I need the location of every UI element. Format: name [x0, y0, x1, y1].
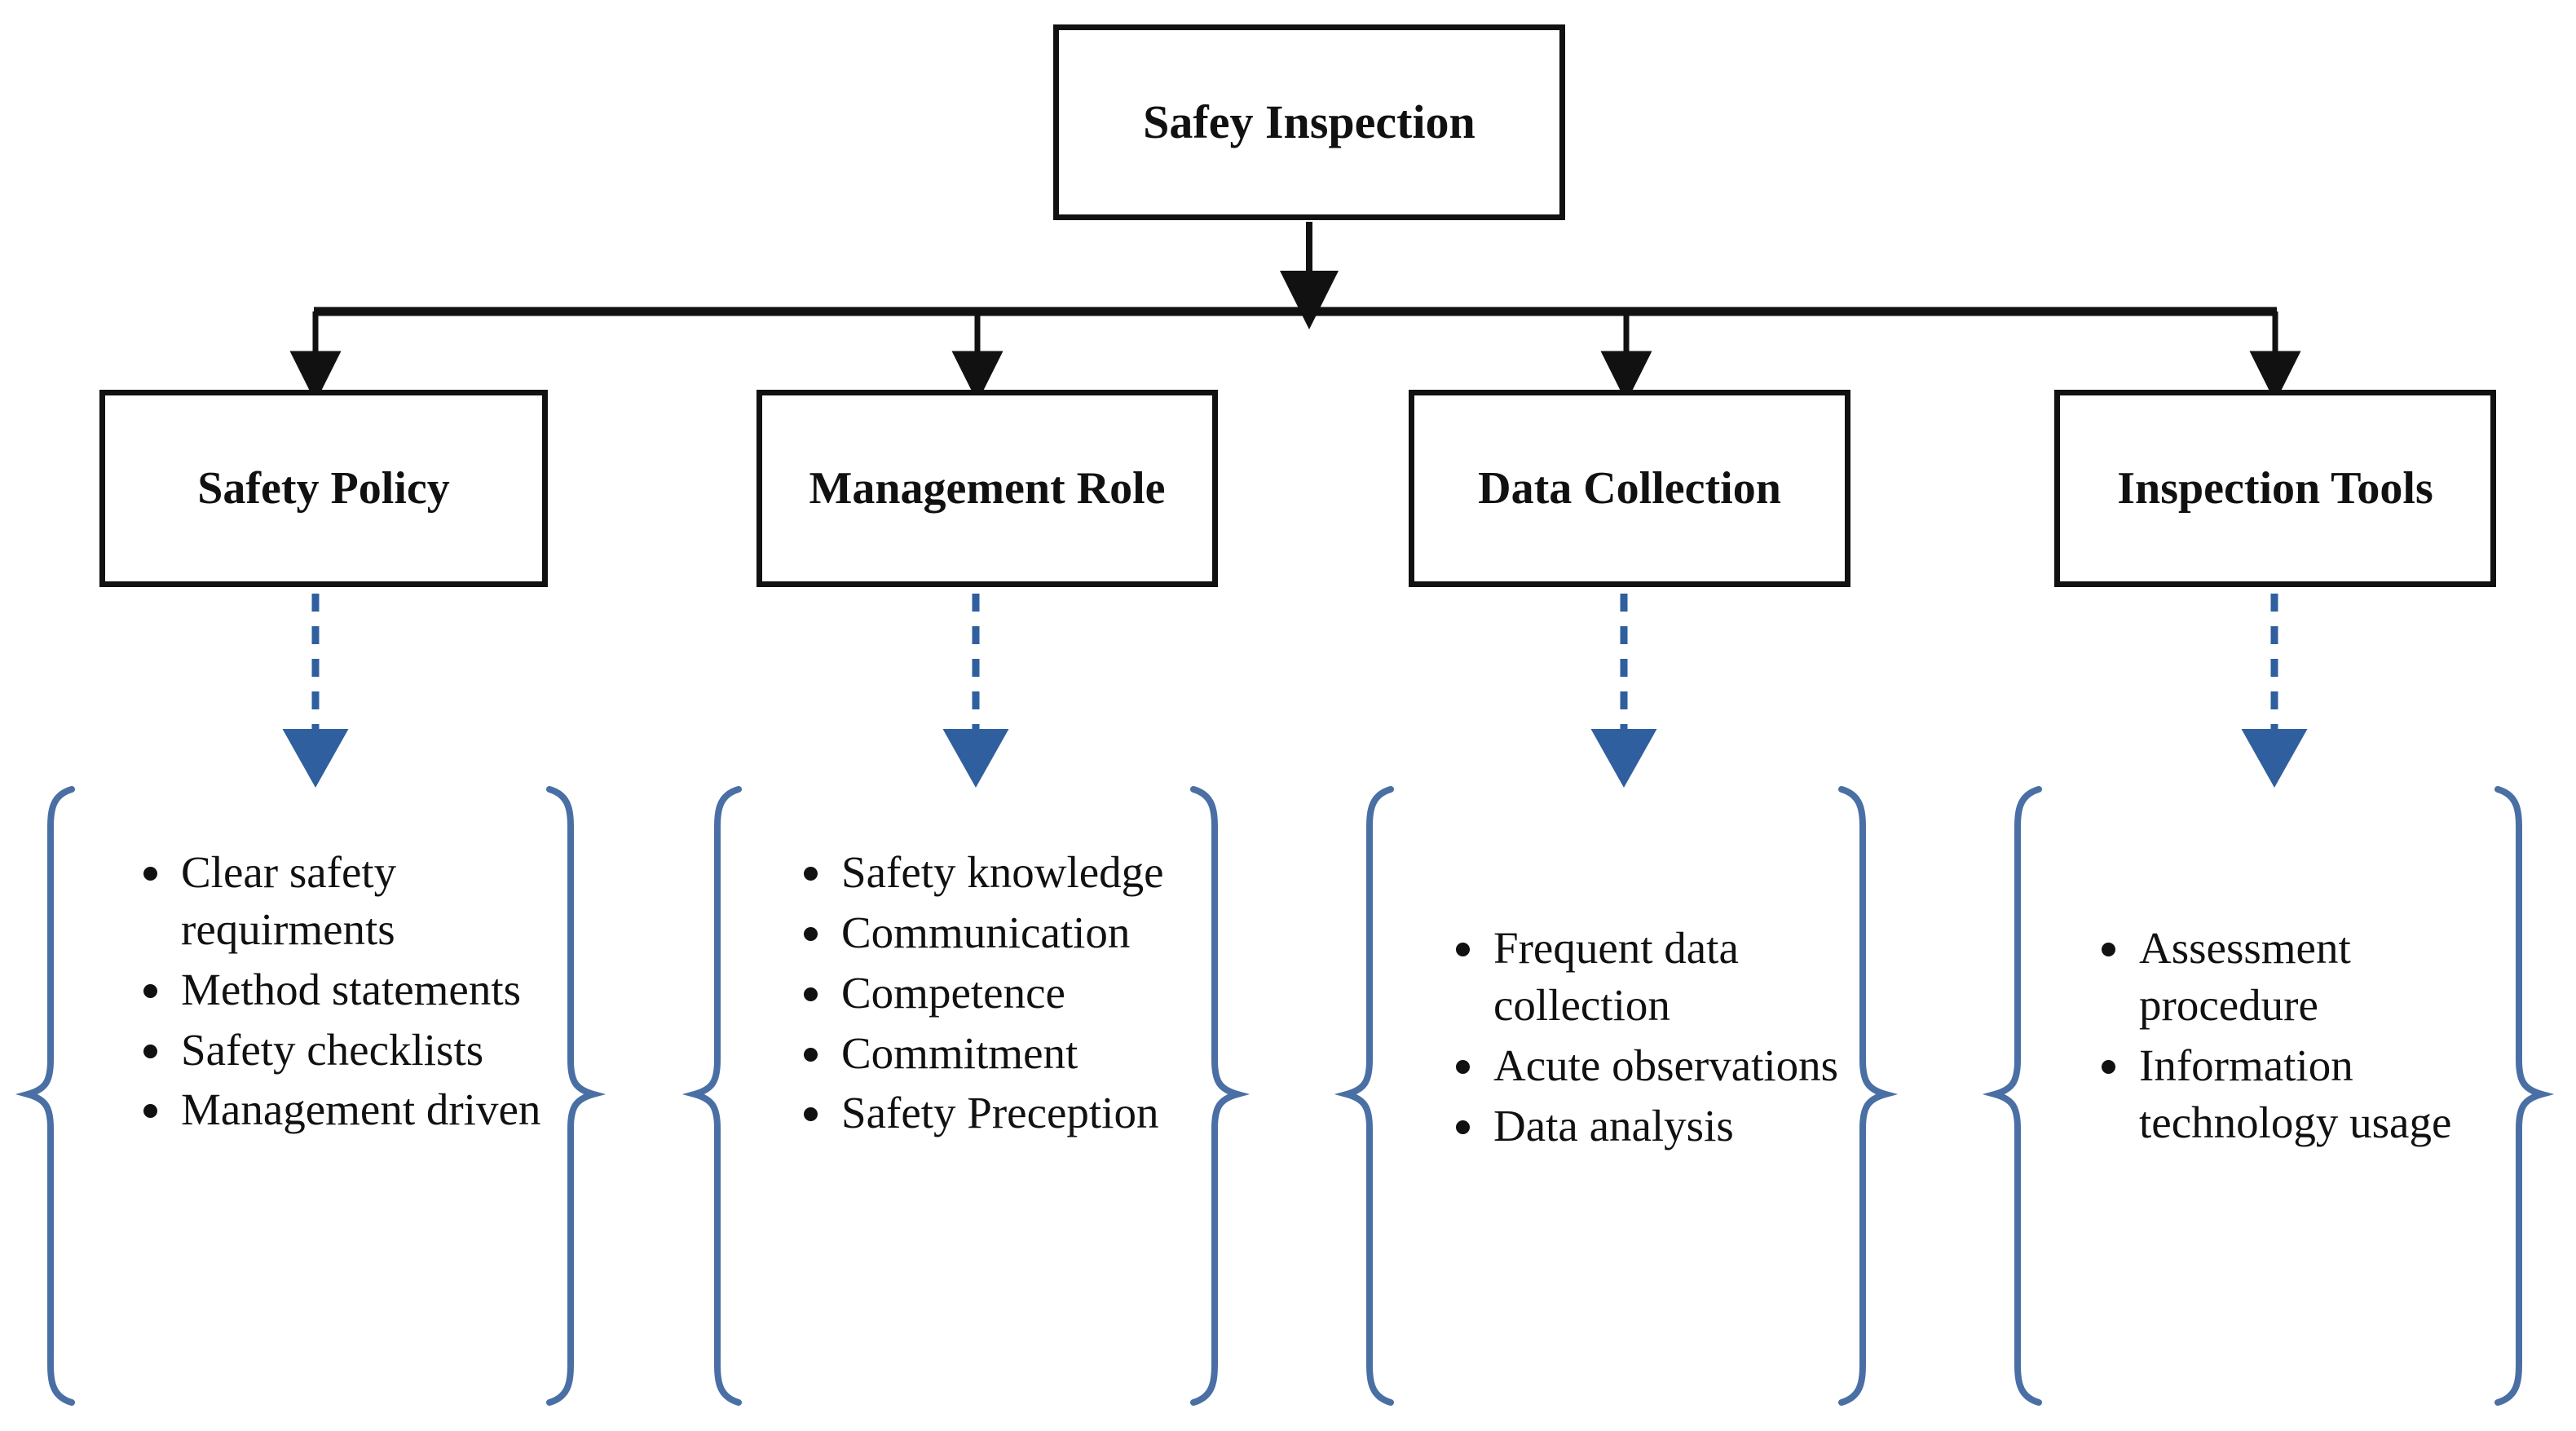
- bullet-group-data-collection: Frequent data collection Acute observati…: [1435, 920, 1859, 1157]
- brace-left-inspection-tools: [1982, 786, 2042, 1406]
- brace-right-inspection-tools: [2494, 786, 2555, 1406]
- bullet-group-management-role: Safety knowledge Communication Competenc…: [783, 844, 1206, 1145]
- list-item: Safety knowledge: [804, 844, 1206, 901]
- list-item: Communication: [804, 904, 1206, 961]
- brace-left-safety-policy: [15, 786, 75, 1406]
- list-item: Method statements: [143, 961, 546, 1018]
- node-label-root: Safey Inspection: [1143, 95, 1475, 148]
- brace-left-management-role: [681, 786, 742, 1406]
- list-item: Commitment: [804, 1025, 1206, 1082]
- node-label-data-collection: Data Collection: [1478, 462, 1781, 514]
- bullet-list-data-collection: Frequent data collection Acute observati…: [1435, 920, 1859, 1154]
- list-item: Safety checklists: [143, 1022, 546, 1079]
- list-item: Assessment procedure: [2102, 920, 2496, 1034]
- list-item: Competence: [804, 965, 1206, 1022]
- bullet-list-management-role: Safety knowledge Communication Competenc…: [783, 844, 1206, 1142]
- bullet-list-inspection-tools: Assessment procedure Information technol…: [2080, 920, 2496, 1151]
- list-item: Information technology usage: [2102, 1037, 2496, 1151]
- list-item: Frequent data collection: [1456, 920, 1859, 1034]
- node-label-safety-policy: Safety Policy: [197, 462, 450, 514]
- bullet-group-safety-policy: Clear safety requirments Method statemen…: [122, 844, 546, 1142]
- bullet-group-inspection-tools: Assessment procedure Information technol…: [2080, 920, 2496, 1154]
- list-item: Safety Preception: [804, 1084, 1206, 1142]
- list-item: Data analysis: [1456, 1098, 1859, 1155]
- list-item: Management driven: [143, 1081, 546, 1138]
- brace-right-safety-policy: [546, 786, 607, 1406]
- bullet-list-safety-policy: Clear safety requirments Method statemen…: [122, 844, 546, 1138]
- node-data-collection[interactable]: Data Collection: [1409, 390, 1850, 587]
- node-management-role[interactable]: Management Role: [756, 390, 1218, 587]
- node-inspection-tools[interactable]: Inspection Tools: [2054, 390, 2496, 587]
- list-item: Acute observations: [1456, 1037, 1859, 1094]
- node-label-management-role: Management Role: [809, 462, 1166, 514]
- brace-left-data-collection: [1334, 786, 1394, 1406]
- node-safey-inspection[interactable]: Safey Inspection: [1053, 24, 1565, 220]
- node-safety-policy[interactable]: Safety Policy: [99, 390, 548, 587]
- node-label-inspection-tools: Inspection Tools: [2117, 462, 2433, 514]
- list-item: Clear safety requirments: [143, 844, 546, 958]
